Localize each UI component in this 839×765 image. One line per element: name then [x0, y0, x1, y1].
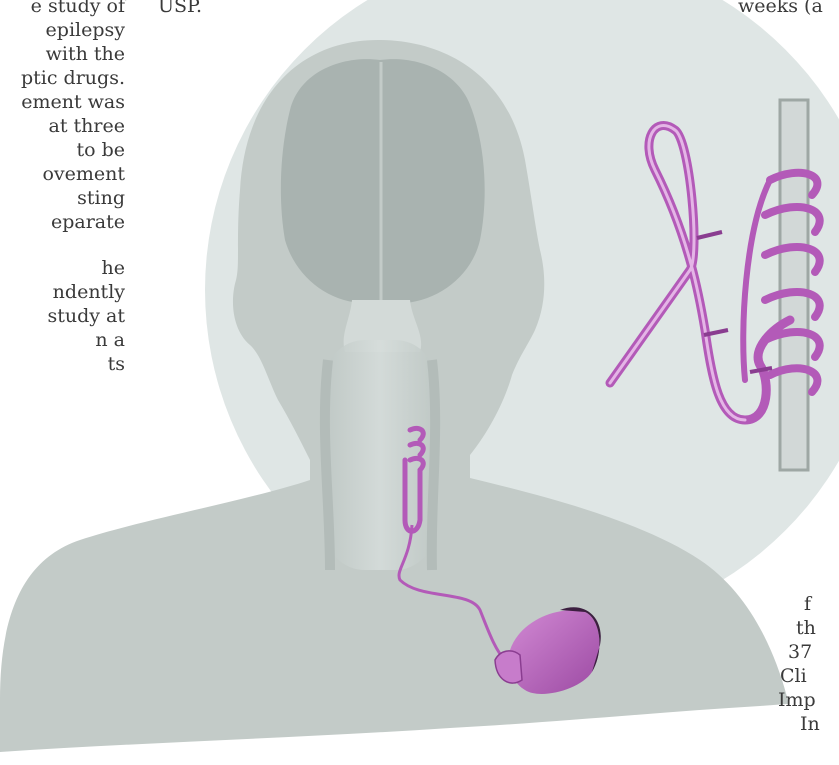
text-line: e study of: [31, 0, 125, 18]
text-line: ndently: [53, 280, 125, 304]
text-line: Imp: [778, 688, 816, 712]
top-right-text: weeks (a: [738, 0, 823, 18]
text-line: eparate: [51, 210, 125, 234]
text-line: In: [800, 712, 820, 736]
right-neck-shadow: [432, 360, 435, 570]
vagus-nerve: [780, 100, 808, 470]
text-line: epilepsy: [46, 18, 125, 42]
text-line: n a: [95, 328, 125, 352]
text-line: Cli: [780, 664, 807, 688]
text-line: sting: [77, 186, 125, 210]
text-line: ement was: [21, 90, 125, 114]
text-line: ovement: [42, 162, 125, 186]
text-line: he: [102, 256, 125, 280]
text-line: ts: [108, 352, 125, 376]
text-line: study at: [47, 304, 125, 328]
brain: [281, 59, 485, 303]
text-line: at three: [49, 114, 125, 138]
text-line: 37: [788, 640, 812, 664]
text-line: ptic drugs.: [21, 66, 125, 90]
top-middle-text: USP.: [158, 0, 202, 18]
text-line: to be: [76, 138, 125, 162]
text-line: with the: [46, 42, 125, 66]
left-neck-shadow: [325, 360, 330, 570]
text-line: th: [796, 616, 816, 640]
text-line: f: [804, 592, 811, 616]
